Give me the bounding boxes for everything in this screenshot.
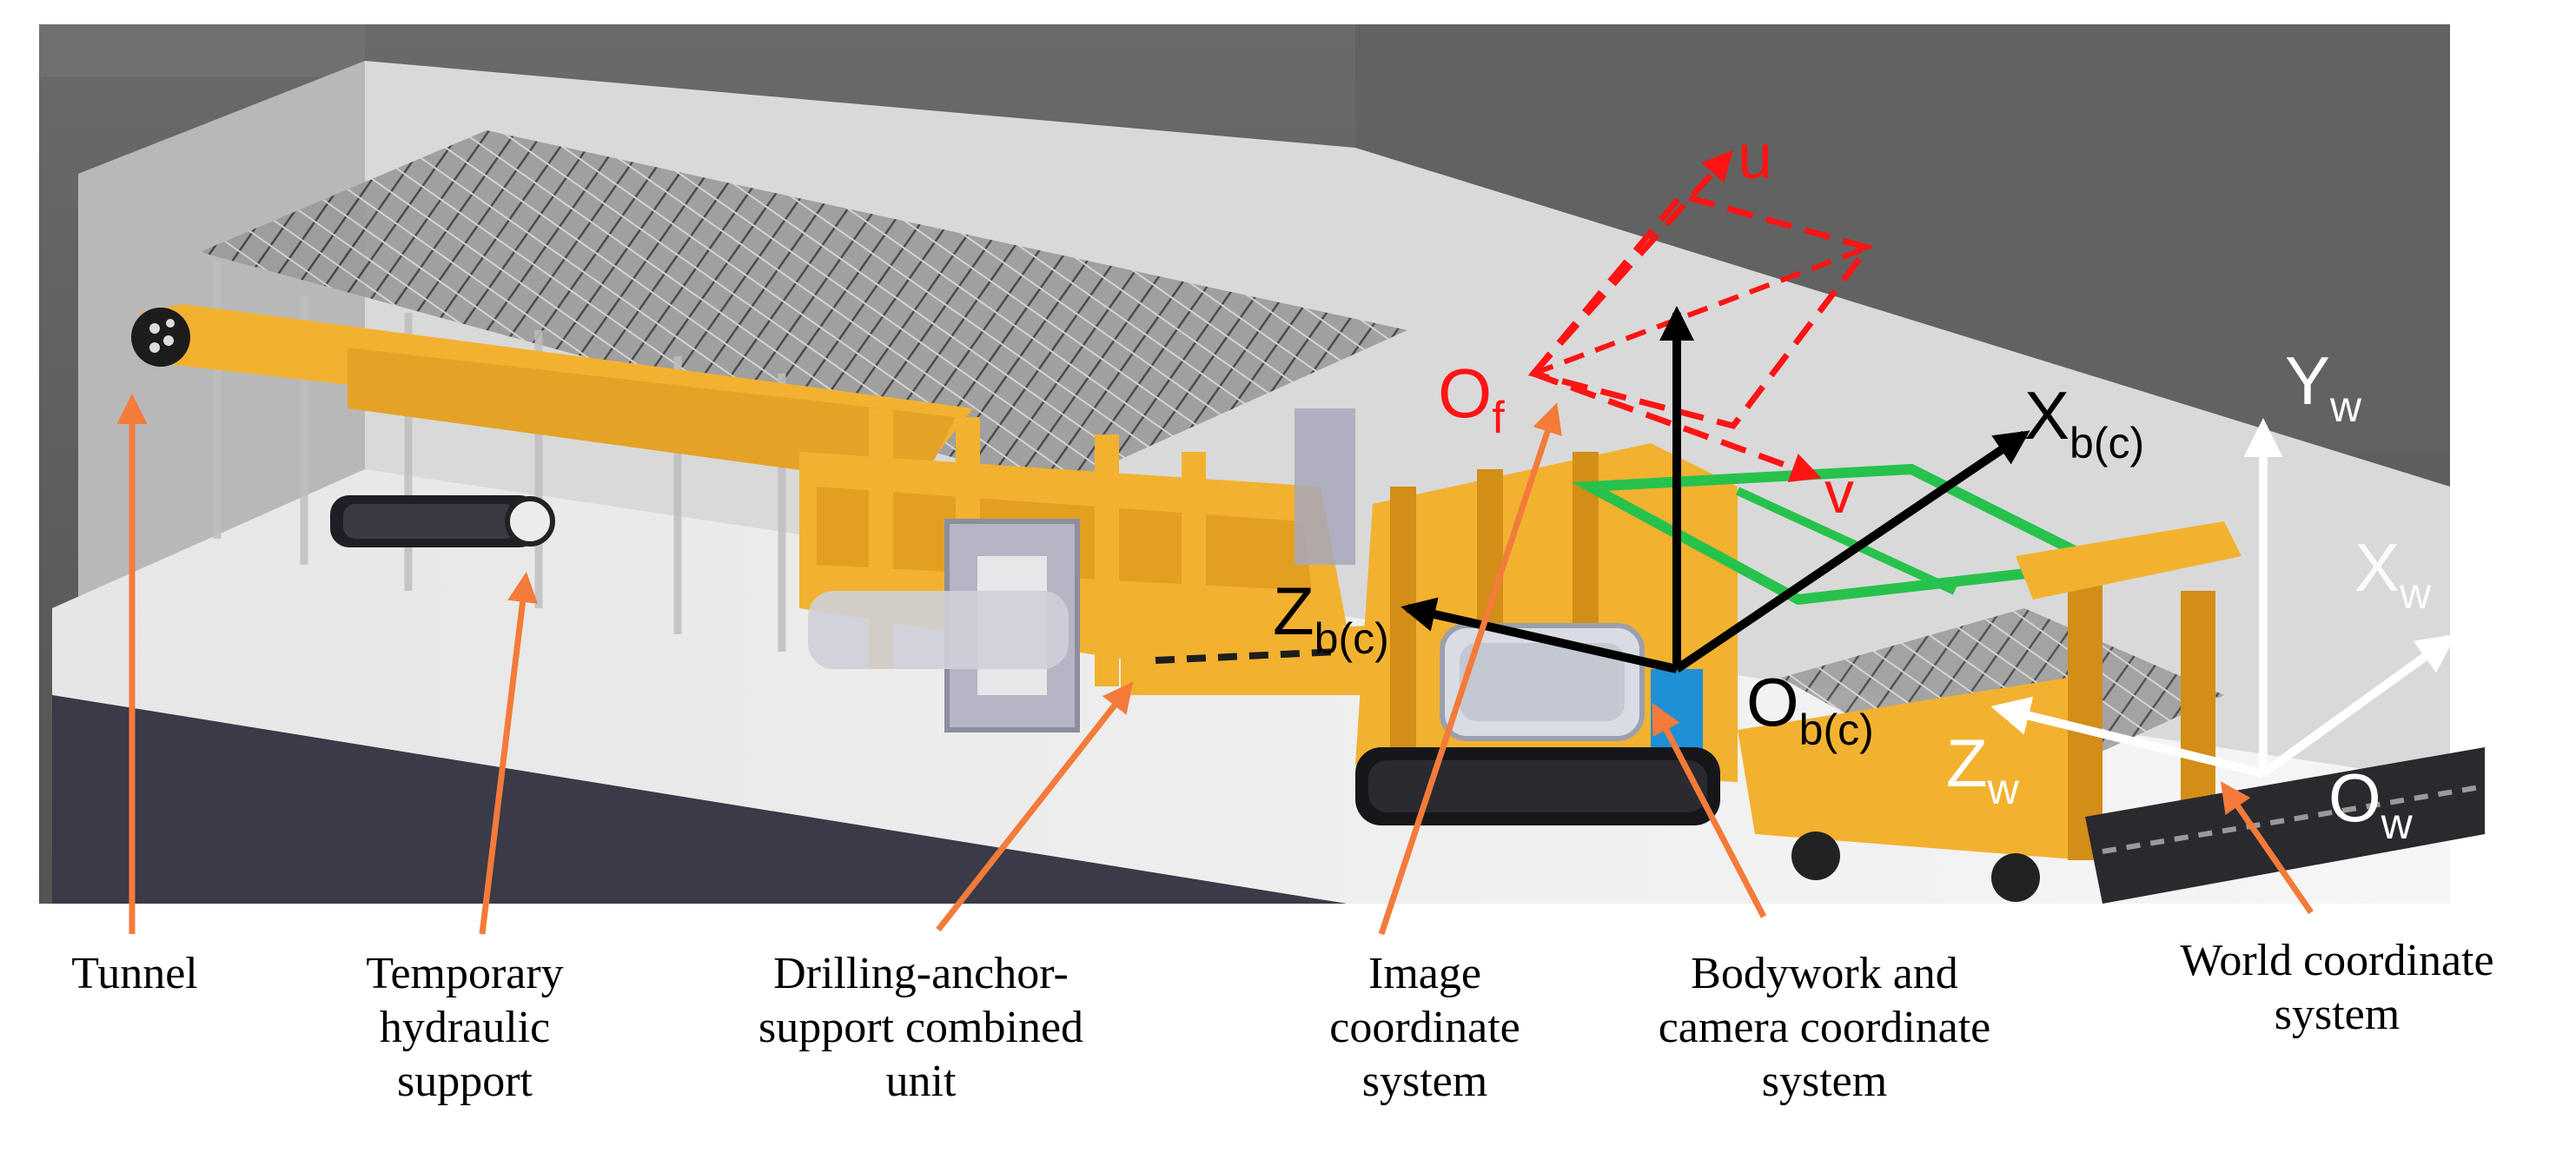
u-axis-label: u bbox=[1738, 123, 1772, 192]
image-plane-diagonal bbox=[1532, 245, 1870, 376]
caption-line: support combined bbox=[758, 1003, 1084, 1052]
world-coordinate-axes bbox=[1990, 418, 2457, 778]
caption-line: hydraulic bbox=[379, 1003, 551, 1052]
tunnel-caption: Tunnel bbox=[17, 947, 252, 1001]
caption-line: system bbox=[1361, 1057, 1488, 1106]
of-origin-label: Of bbox=[1438, 355, 1505, 443]
u-axis-arrow bbox=[1531, 149, 1733, 376]
roadheader-cutter-head-icon bbox=[131, 308, 190, 367]
o-body-origin-label: Ob(c) bbox=[1746, 664, 1874, 754]
caption-line: Drilling-anchor- bbox=[773, 949, 1069, 998]
x-world-axis-label: Xw bbox=[2354, 529, 2432, 618]
body-coordinate-axes bbox=[1401, 306, 2030, 673]
caption-line: Bodywork and bbox=[1691, 949, 1958, 998]
v-axis-label: v bbox=[1824, 460, 1854, 526]
caption-line: unit bbox=[885, 1057, 957, 1106]
image-cs-caption: Image coordinate system bbox=[1234, 947, 1616, 1109]
v-axis-arrow bbox=[1532, 370, 1822, 482]
caption-line: system bbox=[2274, 990, 2401, 1039]
y-world-axis-label: Yw bbox=[2285, 342, 2362, 431]
z-world-axis-arrow bbox=[1990, 696, 2265, 778]
bodywork-cs-callout-arrow bbox=[1652, 702, 1767, 918]
roadheader-machine bbox=[131, 304, 2486, 904]
world-cs-caption: World coordinate system bbox=[2120, 934, 2554, 1042]
caption-line: camera coordinate bbox=[1658, 1003, 1991, 1052]
bodywork-cs-caption: Bodywork and camera coordinate system bbox=[1607, 947, 2042, 1109]
temporary-support-caption: Temporary hydraulic support bbox=[313, 947, 617, 1109]
world-cs-callout-arrow bbox=[2221, 781, 2314, 914]
z-world-axis-label: Zw bbox=[1946, 725, 2020, 813]
x-body-axis-label: Xb(c) bbox=[2024, 377, 2144, 467]
temporary-support-callout-arrow bbox=[479, 572, 538, 935]
image-coordinate-axes bbox=[1527, 149, 1873, 482]
caption-line: Tunnel bbox=[71, 949, 198, 998]
crawler-track-icon bbox=[1355, 747, 1720, 825]
caption-line: Temporary bbox=[366, 949, 564, 998]
x-world-axis-arrow bbox=[2261, 633, 2457, 778]
z-body-axis-arrow bbox=[1401, 597, 1679, 673]
o-world-origin-label: Ow bbox=[2328, 759, 2414, 848]
drilling-unit-caption: Drilling-anchor- support combined unit bbox=[695, 947, 1147, 1109]
caption-line: system bbox=[1761, 1057, 1888, 1106]
caption-line: World coordinate bbox=[2180, 936, 2494, 985]
image-plane bbox=[1527, 192, 1873, 429]
axis-labels: u v Of Xb(c) Zb(c) Ob(c) Yw Xw Zw Ow bbox=[1273, 123, 2432, 848]
caption-line: support bbox=[397, 1057, 533, 1106]
callout-arrows bbox=[116, 394, 2314, 936]
x-body-axis-arrow bbox=[1674, 430, 2030, 673]
drilling-unit-callout-arrow bbox=[936, 681, 1134, 932]
caption-line: Image bbox=[1368, 949, 1481, 998]
z-body-axis-label: Zb(c) bbox=[1273, 573, 1389, 663]
caption-line: coordinate bbox=[1329, 1003, 1520, 1052]
image-cs-callout-arrow bbox=[1378, 402, 1562, 936]
